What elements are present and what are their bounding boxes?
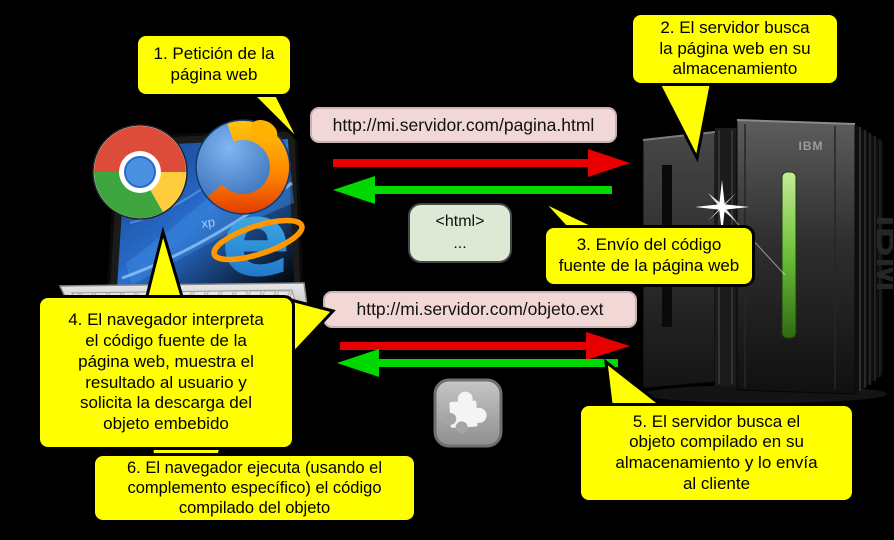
object-request-url-text: http://mi.servidor.com/objeto.ext: [356, 299, 604, 319]
puzzle-piece-glyph: [444, 391, 487, 434]
page-response-arrow: [333, 176, 612, 204]
step5-bubble: 5. El servidor busca el objeto compilado…: [578, 403, 855, 503]
object-request-url-box: http://mi.servidor.com/objeto.ext: [323, 291, 637, 328]
object-response-arrow: [337, 349, 618, 377]
internet-explorer-icon: e: [211, 178, 305, 300]
server-ribbed-side: IBM: [855, 124, 893, 394]
step4-text: 4. El navegador interpreta el código fue…: [68, 310, 264, 433]
step2-bubble: 2. El servidor busca la página web en su…: [630, 12, 840, 86]
html-code-box: <html> ...: [408, 203, 512, 263]
ibm-side-text: IBM: [868, 215, 893, 292]
step3-text: 3. Envío del código fuente de la página …: [558, 235, 740, 275]
object-request-arrow: [340, 332, 630, 360]
chrome-icon: [92, 124, 188, 220]
step5-text: 5. El servidor busca el objeto compilado…: [615, 411, 818, 493]
step1-bubble: 1. Petición de la página web: [135, 33, 293, 97]
step2-text: 2. El servidor busca la página web en su…: [659, 17, 811, 79]
step6-bubble: 6. El navegador ejecuta (usando el compl…: [92, 453, 417, 523]
sparkle-glint: [695, 180, 786, 276]
server-status-stripe: [781, 171, 797, 339]
step3-bubble: 3. Envío del código fuente de la página …: [543, 225, 755, 287]
server-illustration: IBM IBM: [642, 119, 893, 403]
page-request-arrow: [333, 149, 630, 177]
step1-text: 1. Petición de la página web: [153, 44, 275, 84]
page-request-url-text: http://mi.servidor.com/pagina.html: [332, 114, 595, 135]
step4-bubble: 4. El navegador interpreta el código fue…: [37, 295, 295, 450]
ibm-logo-text: IBM: [799, 139, 824, 153]
step6-text: 6. El navegador ejecuta (usando el compl…: [126, 458, 382, 518]
ie-letter: e: [221, 178, 292, 300]
puzzle-piece-icon: [433, 378, 503, 448]
page-request-url-box: http://mi.servidor.com/pagina.html: [310, 107, 617, 143]
html-code-line1: <html>: [435, 213, 485, 231]
svg-text:xp: xp: [200, 214, 216, 231]
html-code-line2: ...: [453, 235, 467, 252]
